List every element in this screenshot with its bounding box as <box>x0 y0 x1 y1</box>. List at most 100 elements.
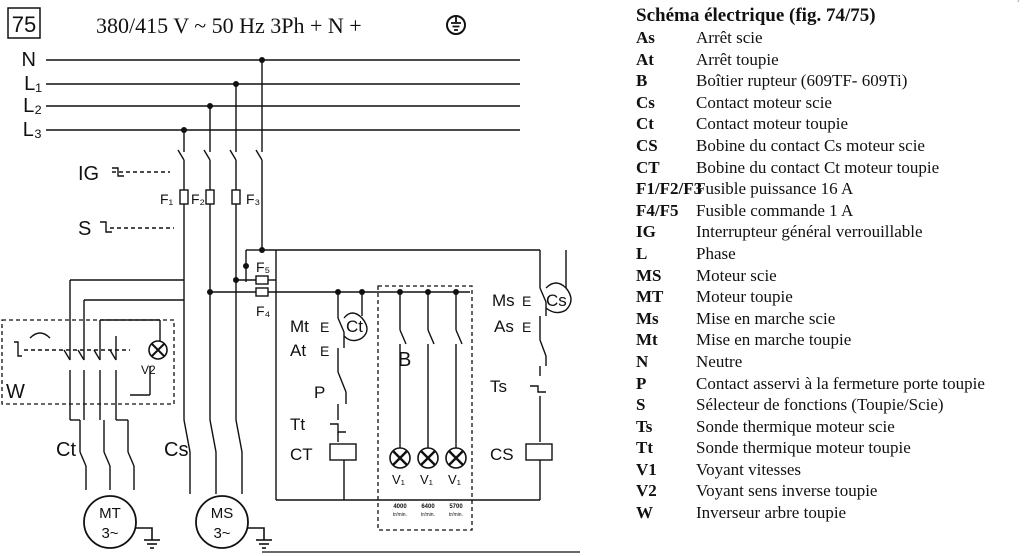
legend-item-code: W <box>636 503 653 523</box>
p-label: P <box>314 383 325 402</box>
legend-item-desc: Arrêt scie <box>696 28 763 47</box>
speed-2-unit: tr/min. <box>421 512 435 518</box>
legend-item-code: Tt <box>636 438 653 458</box>
legend-item-code: V2 <box>636 481 657 501</box>
legend-item: N Neutre <box>636 351 1020 373</box>
motor-ms <box>195 495 249 549</box>
legend-item-code: F1/F2/F3 <box>636 179 703 199</box>
legend-item-desc: Moteur scie <box>696 265 777 285</box>
mt-e-label: E <box>320 319 329 335</box>
legend-item-desc: Neutre <box>696 351 743 371</box>
motor-ms-name: MS <box>211 505 234 522</box>
legend-item-desc: Voyant vitesses <box>696 459 801 479</box>
legend-title: Schéma électrique (fig. 74/75) <box>636 5 876 26</box>
legend-item-code: L <box>636 243 648 263</box>
line-label-l1: L₁ <box>24 73 42 95</box>
legend-item-desc: Bobine du contact Cs moteur scie <box>696 135 925 155</box>
corner-mark: ´ <box>1016 0 1020 11</box>
contactor-ct-power <box>70 419 135 490</box>
legend-item-code: MT <box>636 287 664 307</box>
motor-ms-phase: 3~ <box>213 525 230 542</box>
speed-1-value: 4000 <box>393 504 407 510</box>
lamp-v1b-icon <box>417 447 439 469</box>
legend-item-desc: Sonde thermique moteur toupie <box>696 438 911 458</box>
ct-coil-label: CT <box>290 445 313 464</box>
ground-ms-icon <box>248 527 272 549</box>
legend-item-code: S <box>636 395 646 415</box>
speed-3-value: 5700 <box>449 504 463 510</box>
ct-contact-label: Ct <box>346 317 363 336</box>
earth-lines-icon <box>451 17 461 31</box>
legend-item: Tt Sonde thermique moteur toupie <box>636 437 1020 459</box>
tt-label: Tt <box>290 415 305 434</box>
legend-item-desc: Contact moteur toupie <box>696 114 849 134</box>
lamp-v2-label: V2 <box>141 363 156 377</box>
ig-switch <box>112 60 263 250</box>
legend-item-code: F4/F5 <box>636 200 679 220</box>
fuse-f3-label: F₃ <box>246 191 260 207</box>
legend-item-desc: Mise en marche scie <box>696 308 836 328</box>
contactor-cs-power <box>183 280 243 494</box>
contactor-ct-label: Ct <box>56 439 76 461</box>
legend-item-code: Mt <box>636 330 658 350</box>
mt-label: Mt <box>290 317 309 336</box>
legend-item-code: N <box>636 351 649 371</box>
ms-label: Ms <box>492 291 515 310</box>
legend-item-code: IG <box>636 222 656 242</box>
legend-item-code: B <box>636 71 648 91</box>
legend-item-desc: Contact asservi à la fermeture porte tou… <box>696 373 985 393</box>
fuse-f1-label: F₁ <box>160 191 174 207</box>
fuses-f1-f3 <box>179 180 241 226</box>
legend-item: P Contact asservi à la fermeture porte to… <box>636 373 1020 395</box>
inverter-w <box>14 279 184 420</box>
legend-item-code: CS <box>636 135 658 155</box>
legend-item: Ts Sonde thermique moteur scie <box>636 416 1020 438</box>
speed-2-value: 6400 <box>421 504 435 510</box>
ig-label: IG <box>78 163 99 185</box>
line-label-l3: L₃ <box>23 119 42 141</box>
scie-control-branch <box>525 250 572 500</box>
lamp-v2-icon <box>148 340 168 360</box>
box-b <box>377 285 473 531</box>
motor-mt <box>83 495 137 549</box>
legend-item-code: P <box>636 373 647 393</box>
legend-item: L Phase <box>636 243 1020 265</box>
wiring-schematic: 75 380/415 V ~ 50 Hz 3Ph + N + N L₁ L₂ L… <box>1 7 580 553</box>
lamp-v1a-label: V₁ <box>392 472 406 487</box>
motor-mt-name: MT <box>99 505 121 522</box>
toupie-control-branch <box>276 292 540 501</box>
ts-label: Ts <box>490 377 507 396</box>
fuse-f2-label: F₂ <box>191 191 205 207</box>
legend-item-code: MS <box>636 265 662 285</box>
legend-item-code: Ct <box>636 114 654 134</box>
legend-item-desc: Sonde thermique moteur scie <box>696 416 895 436</box>
ground-mt-icon <box>136 527 160 549</box>
legend-item-desc: Contact moteur scie <box>696 92 832 112</box>
box-b-label: B <box>398 349 411 371</box>
box-b-wiring <box>399 292 463 448</box>
legend-item: Cs Contact moteur scie <box>636 92 1020 114</box>
legend-item-code: Ts <box>636 416 653 436</box>
figure-number: 75 <box>12 12 36 37</box>
legend-item-desc: Interrupteur général verrouillable <box>696 222 923 242</box>
fuse-f4-label: F₄ <box>256 303 271 319</box>
line-label-l2: L₂ <box>23 95 42 117</box>
speed-1-unit: tr/min. <box>393 512 407 518</box>
line-label-n: N <box>22 49 36 71</box>
supply-busbars <box>46 59 520 131</box>
legend-item-desc: Phase <box>696 243 736 263</box>
supply-rating: 380/415 V ~ 50 Hz 3Ph + N + <box>96 13 362 38</box>
legend-item-code: Cs <box>636 92 655 112</box>
control-junctions <box>207 247 459 295</box>
inverter-w-box <box>1 319 175 405</box>
legend-item-desc: Inverseur arbre toupie <box>696 503 847 523</box>
legend-item-desc: Arrêt toupie <box>696 49 779 69</box>
